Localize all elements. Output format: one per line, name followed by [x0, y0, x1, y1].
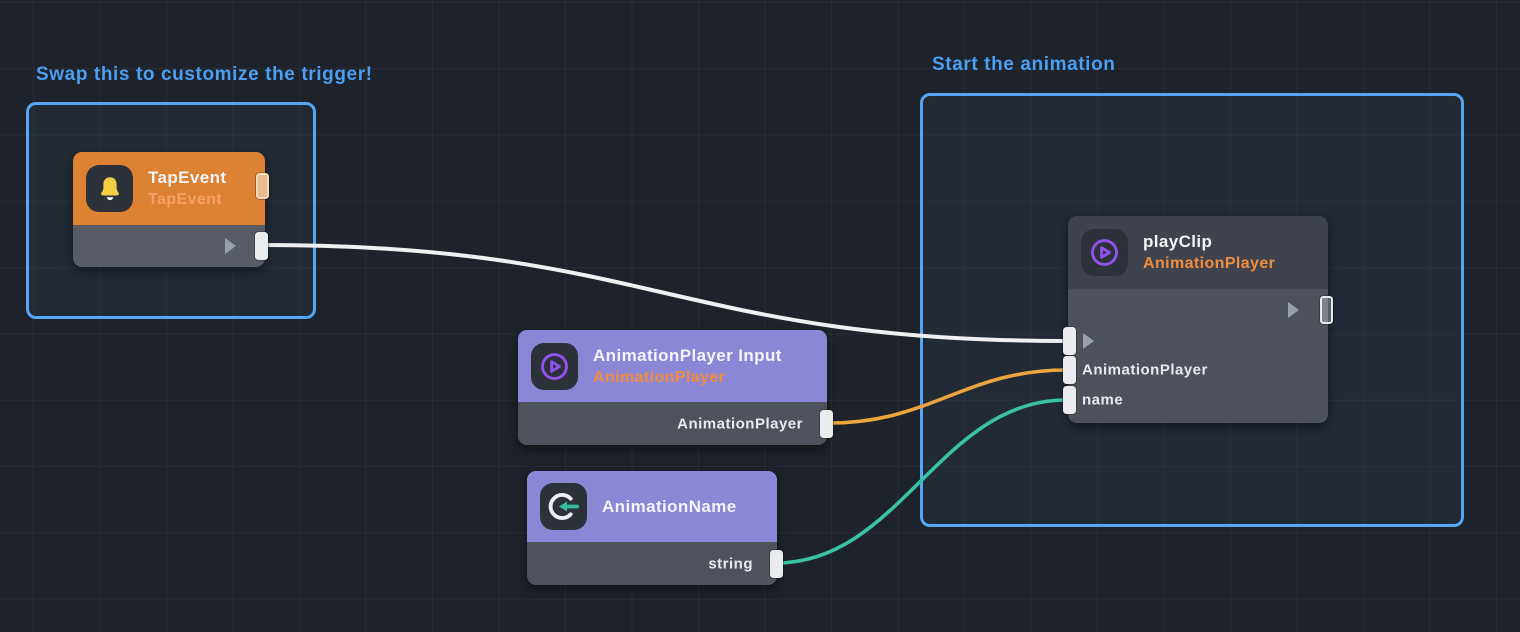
node-animationplayer-input-header[interactable]: AnimationPlayer Input AnimationPlayer — [518, 330, 827, 402]
exec-arrow-icon — [1083, 333, 1094, 349]
node-playclip-header[interactable]: playClip AnimationPlayer — [1068, 216, 1328, 289]
node-tapevent-body — [73, 225, 268, 267]
animationplayer-output-port[interactable] — [820, 410, 833, 438]
tapevent-header-port[interactable] — [256, 173, 269, 199]
node-playclip-subtitle: AnimationPlayer — [1143, 255, 1276, 272]
node-playclip[interactable]: playClip AnimationPlayer AnimationPlayer… — [1063, 216, 1333, 423]
node-playclip-title: playClip — [1143, 232, 1213, 251]
animationname-string-output-port[interactable] — [770, 550, 783, 578]
animationname-output-label: string — [708, 555, 753, 572]
wire-exec-tapevent-to-playclip[interactable] — [262, 243, 1068, 343]
node-animationname[interactable]: AnimationName string — [527, 471, 783, 585]
node-animationplayer-input-subtitle: AnimationPlayer — [593, 368, 726, 386]
exec-arrow-icon — [1288, 302, 1299, 318]
playclip-animationplayer-input-port[interactable] — [1063, 356, 1076, 384]
node-animationplayer-input-body: AnimationPlayer — [518, 402, 833, 445]
node-animationname-title: AnimationName — [602, 496, 737, 516]
node-animationname-body: string — [527, 542, 783, 585]
wire-animationplayer-to-playclip[interactable] — [828, 368, 1068, 425]
wire-string-to-playclip[interactable] — [774, 398, 1068, 565]
node-tapevent-header[interactable]: TapEvent TapEvent — [73, 152, 269, 225]
comment-label-start: Start the animation — [932, 54, 1116, 75]
playclip-input-label-animationplayer: AnimationPlayer — [1082, 361, 1208, 379]
node-tapevent-title: TapEvent — [148, 168, 227, 187]
node-animationplayer-input-title: AnimationPlayer Input — [593, 345, 782, 365]
playclip-exec-output-port[interactable] — [1320, 296, 1333, 324]
animationplayer-output-label: AnimationPlayer — [677, 415, 803, 432]
node-playclip-body: AnimationPlayer name — [1063, 289, 1333, 423]
bell-icon — [86, 165, 133, 212]
node-animationname-header[interactable]: AnimationName — [527, 471, 777, 542]
play-circle-icon — [531, 342, 578, 390]
comment-label-trigger: Swap this to customize the trigger! — [36, 64, 373, 85]
node-tapevent-subtitle: TapEvent — [148, 191, 223, 208]
arrow-into-circle-icon — [540, 483, 587, 530]
play-circle-icon — [1081, 229, 1128, 276]
node-tapevent[interactable]: TapEvent TapEvent — [73, 152, 269, 267]
tapevent-exec-output-port[interactable] — [255, 232, 268, 260]
playclip-input-label-name: name — [1082, 391, 1124, 409]
playclip-exec-input-port[interactable] — [1063, 327, 1076, 355]
playclip-name-input-port[interactable] — [1063, 386, 1076, 414]
exec-arrow-icon — [225, 238, 236, 254]
node-animationplayer-input[interactable]: AnimationPlayer Input AnimationPlayer An… — [518, 330, 833, 445]
